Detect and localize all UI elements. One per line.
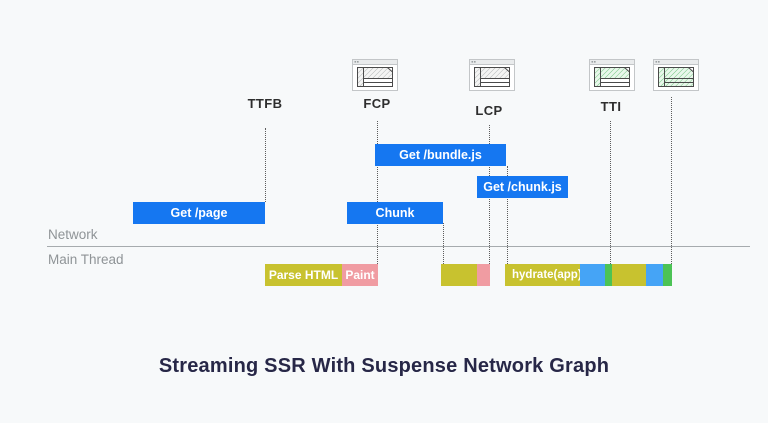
ttfb-label: TTFB <box>247 96 283 111</box>
lcp-label: LCP <box>475 103 503 118</box>
paint-segment-label: Paint <box>345 268 375 282</box>
chunk-work-segment <box>441 264 477 286</box>
lane-divider-line <box>47 246 750 247</box>
final-browser-window-icon <box>653 59 699 91</box>
task-olive-segment-2 <box>612 264 646 286</box>
network-lane-label: Network <box>48 227 98 242</box>
tti-guide-line <box>610 121 611 264</box>
task-green-segment-1 <box>605 264 612 286</box>
fcp-browser-window-icon <box>352 59 398 91</box>
parse-html-segment: Parse HTML <box>265 264 342 286</box>
task-blue-segment-1 <box>580 264 605 286</box>
hydrate-segment-label: hydrate(app) <box>512 269 582 281</box>
main-thread-lane-label: Main Thread <box>48 252 124 267</box>
diagram-title: Streaming SSR With Suspense Network Grap… <box>158 355 610 377</box>
chunk-bar-label: Chunk <box>375 206 415 220</box>
task-blue-segment-2 <box>646 264 663 286</box>
get-page-bar-label: Get /page <box>170 206 228 220</box>
get-bundle-bar-label: Get /bundle.js <box>399 148 482 162</box>
chunk-bar: Chunk <box>347 202 443 224</box>
paint-segment: Paint <box>342 264 378 286</box>
chunk-end-connector-line <box>443 223 444 264</box>
chunk-paint-segment <box>477 264 490 286</box>
get-chunk-js-bar-label: Get /chunk.js <box>483 180 562 194</box>
ttfb-guide-line <box>265 128 266 202</box>
parse-html-segment-label: Parse HTML <box>268 268 339 282</box>
fcp-label: FCP <box>363 96 391 111</box>
task-green-segment-2 <box>663 264 672 286</box>
tti-label: TTI <box>600 99 622 114</box>
get-bundle-bar: Get /bundle.js <box>375 144 506 166</box>
final-guide-line <box>671 97 672 286</box>
get-page-bar: Get /page <box>133 202 265 224</box>
hydrate-segment: hydrate(app) <box>505 264 582 286</box>
fcp-guide-line <box>377 121 378 264</box>
lcp-browser-window-icon <box>469 59 515 91</box>
bundle-end-connector-line <box>507 166 508 264</box>
tti-browser-window-icon <box>589 59 635 91</box>
get-chunk-js-bar: Get /chunk.js <box>477 176 568 198</box>
